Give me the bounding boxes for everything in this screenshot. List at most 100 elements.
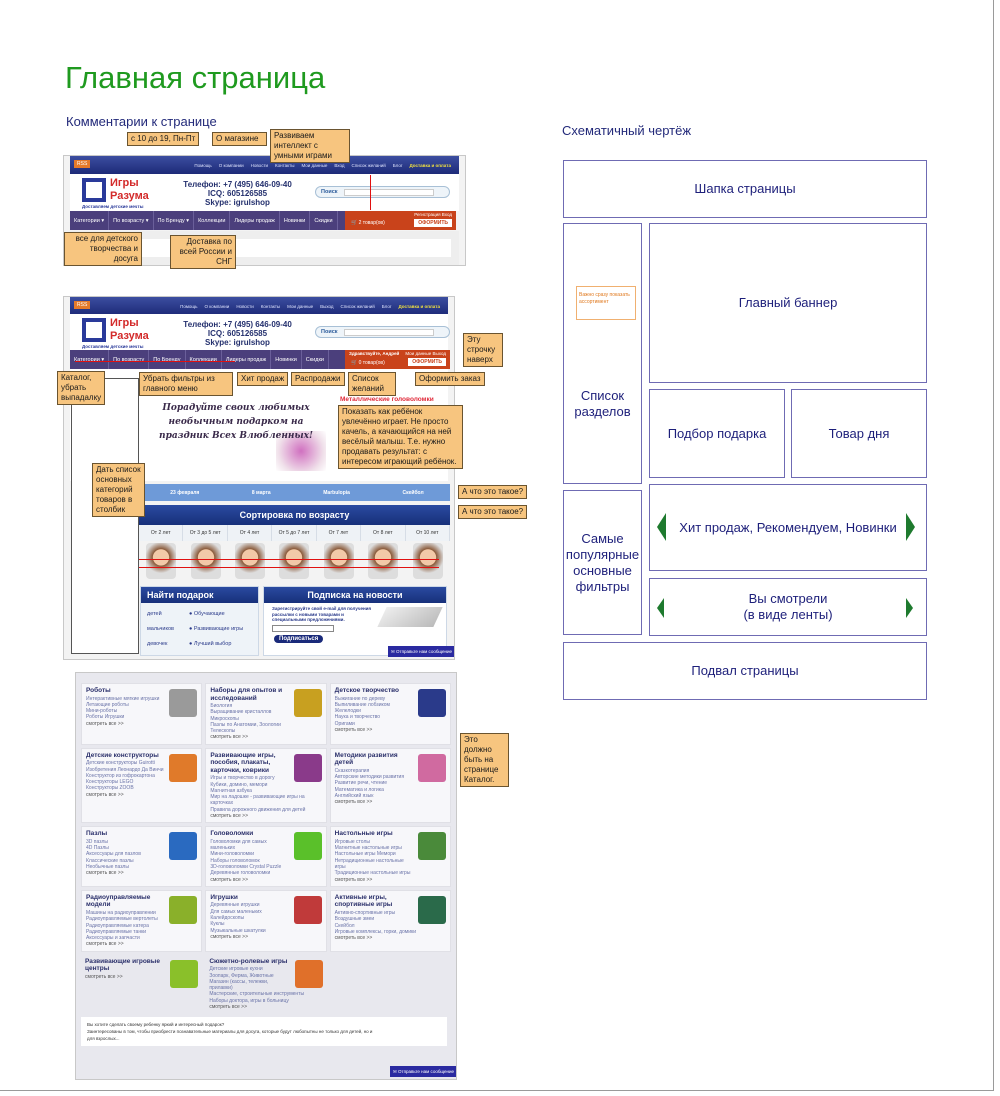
see-all-link[interactable]: смотреть все >> bbox=[86, 870, 124, 877]
see-all-link[interactable]: смотреть все >> bbox=[334, 935, 373, 942]
catalog-subcategory[interactable]: Желелодки bbox=[334, 708, 361, 715]
catalog-subcategory[interactable]: Магнитные настольные игры bbox=[334, 845, 402, 852]
catalog-subcategory[interactable]: Авторские методики развития bbox=[334, 774, 405, 781]
child-photo[interactable] bbox=[368, 543, 399, 579]
see-all-link[interactable]: смотреть все >> bbox=[210, 813, 249, 820]
catalog-subcategory[interactable]: Изобретения Леонардо Да Винчи bbox=[86, 766, 164, 773]
age-filter[interactable]: От 5 до 7 лет bbox=[272, 525, 317, 541]
catalog-subcategory[interactable]: Детские игровые кухни bbox=[209, 966, 263, 973]
arrow-right-icon[interactable] bbox=[906, 513, 915, 541]
gift-link[interactable]: ● Развивающие игры bbox=[189, 626, 244, 632]
top-nav-link[interactable]: Блог bbox=[381, 303, 392, 309]
menu-item[interactable]: По возрасту ▾ bbox=[109, 211, 154, 230]
menu-item[interactable]: Новинки bbox=[280, 211, 311, 230]
top-nav-link[interactable]: Новости bbox=[250, 162, 269, 168]
top-nav-link[interactable]: Вход bbox=[334, 162, 345, 168]
catalog-subcategory[interactable]: 3D пазлы bbox=[86, 838, 108, 845]
age-filter[interactable]: От 3 до 5 лет bbox=[183, 525, 228, 541]
menu-item[interactable]: Скидки bbox=[310, 211, 338, 230]
menu-item[interactable]: Лидеры продаж bbox=[230, 211, 280, 230]
cart-count[interactable]: 🛒 2 товар(ов) bbox=[351, 220, 385, 226]
catalog-subcategory[interactable]: Магазин (кассы, тележки, прилавки) bbox=[209, 978, 269, 992]
checkout-button[interactable]: ОФОРМИТЬ bbox=[414, 219, 452, 227]
child-photo[interactable] bbox=[146, 543, 177, 579]
see-all-link[interactable]: смотреть все >> bbox=[334, 799, 373, 806]
search-input[interactable] bbox=[344, 189, 434, 196]
catalog-subcategory[interactable]: Наборы доктора, игры в больницу bbox=[209, 997, 289, 1004]
subscribe-button[interactable]: Подписаться bbox=[274, 635, 324, 643]
see-all-link[interactable]: смотреть все >> bbox=[334, 876, 373, 883]
child-photo[interactable] bbox=[190, 543, 221, 579]
see-all-link[interactable]: смотреть все >> bbox=[209, 1004, 248, 1010]
gift-link[interactable]: детей bbox=[147, 611, 162, 617]
top-nav-link[interactable]: О компании bbox=[218, 162, 244, 168]
catalog-subcategory[interactable]: Сказкотерапия bbox=[334, 767, 370, 774]
catalog-tile-title[interactable]: Детское творчество bbox=[334, 687, 400, 694]
catalog-subcategory[interactable]: Пазлы по Анатомии, Зоологии bbox=[210, 721, 281, 728]
catalog-tile-title[interactable]: Настольные игры bbox=[334, 830, 393, 838]
menu-item[interactable]: Скидки bbox=[302, 350, 329, 369]
catalog-subcategory[interactable]: Воздушные змеи bbox=[334, 916, 375, 923]
catalog-subcategory[interactable]: Классические пазлы bbox=[86, 857, 134, 864]
catalog-subcategory[interactable]: Зоопарк, Ферма, Животные bbox=[209, 972, 274, 979]
occasion-tab[interactable]: Marbulopia bbox=[323, 489, 350, 496]
catalog-subcategory[interactable]: Скейбол bbox=[334, 922, 355, 929]
top-nav-link[interactable]: Выход bbox=[320, 303, 334, 309]
top-nav-link[interactable]: Новости bbox=[236, 303, 254, 309]
catalog-tile-title[interactable]: Головоломки bbox=[210, 830, 254, 838]
catalog-tile-title[interactable]: Развивающие игровые центры bbox=[85, 957, 160, 973]
catalog-subcategory[interactable]: Математика и логика bbox=[334, 786, 384, 793]
gift-link[interactable]: девочек bbox=[147, 641, 168, 647]
checkout-button[interactable]: ОФОРМИТЬ bbox=[408, 358, 446, 366]
catalog-tile-title[interactable]: Пазлы bbox=[86, 830, 108, 838]
top-nav-link[interactable]: Доставка и оплата bbox=[398, 303, 440, 309]
catalog-subcategory[interactable]: Биология bbox=[210, 703, 233, 709]
age-filter[interactable]: От 10 лет bbox=[406, 525, 450, 541]
top-nav-link[interactable]: Помощь bbox=[180, 303, 198, 309]
catalog-subcategory[interactable]: Магнитная азбука bbox=[210, 787, 252, 794]
gift-link[interactable]: ● Лучший выбор bbox=[189, 641, 232, 647]
catalog-subcategory[interactable]: Выращивание кристаллов bbox=[210, 709, 272, 716]
catalog-tile-title[interactable]: Развивающие игры, пособия, плакаты, карт… bbox=[210, 751, 276, 774]
age-filter[interactable]: От 8 лет bbox=[361, 525, 406, 541]
see-all-link[interactable]: смотреть все >> bbox=[334, 726, 373, 733]
cart-count[interactable]: 🛒 0 товар(ов) bbox=[351, 360, 385, 366]
see-all-link[interactable]: смотреть все >> bbox=[86, 941, 124, 948]
arrow-left-icon[interactable] bbox=[657, 513, 666, 541]
catalog-subcategory[interactable]: Английский язык bbox=[334, 792, 374, 799]
catalog-subcategory[interactable]: Радиоуправляемые танки bbox=[86, 928, 147, 935]
top-nav-link[interactable]: Список желаний bbox=[351, 162, 386, 168]
catalog-subcategory[interactable]: Машины на радиоуправлении bbox=[86, 909, 156, 916]
menu-item[interactable]: Категории ▾ bbox=[70, 350, 110, 369]
age-filter[interactable]: От 4 лет bbox=[228, 525, 273, 541]
rss-badge[interactable]: RSS bbox=[74, 160, 91, 168]
catalog-subcategory[interactable]: Нетрадиционные настольные игры bbox=[334, 857, 404, 871]
catalog-subcategory[interactable]: Игры и творчество в дорогу bbox=[210, 775, 275, 782]
catalog-subcategory[interactable]: Конструкторы LEGO bbox=[86, 779, 134, 786]
catalog-subcategory[interactable]: Активно-спортивные игры bbox=[334, 909, 396, 916]
catalog-subcategory[interactable]: Наборы головоломок bbox=[210, 857, 260, 864]
catalog-subcategory[interactable]: Для самых маленьких bbox=[210, 908, 262, 915]
catalog-tile-title[interactable]: Роботы bbox=[86, 687, 111, 694]
rss-badge[interactable]: RSS bbox=[74, 301, 91, 309]
menu-item[interactable]: Лидеры продаж bbox=[222, 350, 272, 369]
catalog-subcategory[interactable]: Аксессуары для пазлов bbox=[86, 851, 141, 858]
arrow-left-icon[interactable] bbox=[657, 598, 664, 618]
catalog-tile-title[interactable]: Сюжетно-ролевые игры bbox=[209, 957, 288, 965]
age-filter[interactable]: От 7 лет bbox=[317, 525, 362, 541]
menu-item[interactable]: По возрасту bbox=[109, 350, 150, 369]
catalog-subcategory[interactable]: Оригами bbox=[334, 720, 355, 727]
see-all-link[interactable]: смотреть все >> bbox=[210, 876, 249, 883]
catalog-subcategory[interactable]: Мини-головоломки bbox=[210, 851, 255, 858]
catalog-subcategory[interactable]: Конструктор из гофрокартона bbox=[86, 772, 155, 779]
see-all-link[interactable]: смотреть все >> bbox=[86, 791, 124, 798]
catalog-subcategory[interactable]: Развитие речи, чтение bbox=[334, 780, 388, 787]
